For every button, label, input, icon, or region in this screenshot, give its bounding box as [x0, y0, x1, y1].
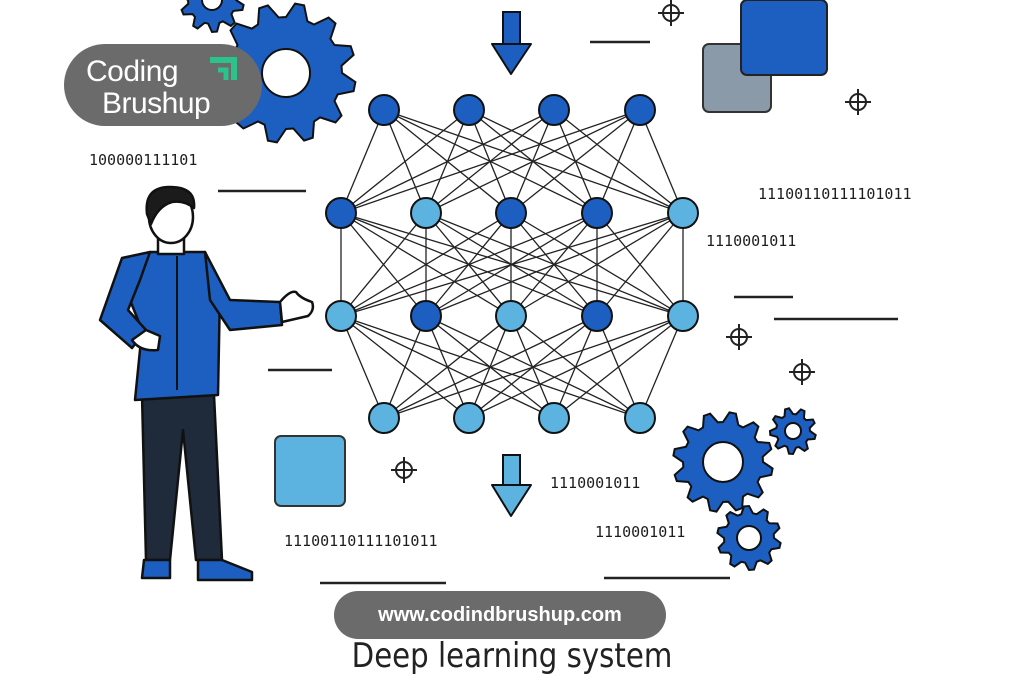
network-edges [340, 109, 684, 419]
network-node [453, 94, 485, 126]
network-node [667, 197, 699, 229]
network-edge [383, 315, 512, 419]
network-edge [596, 109, 641, 214]
gear-icon [768, 407, 817, 456]
brand-line-1: Coding [86, 55, 179, 88]
brand-logo: Coding Brushup [64, 44, 262, 126]
network-edge [553, 315, 684, 419]
network-edge [340, 109, 641, 214]
network-node [624, 402, 656, 434]
binary-label: 100000111101 [89, 151, 197, 169]
network-edge [383, 315, 427, 419]
arrow-down-icon [491, 11, 532, 75]
binary-label: 11100110111101011 [758, 185, 912, 203]
light-blue-square [274, 435, 346, 507]
network-edge [510, 109, 641, 214]
brand-line-2: Brushup [102, 87, 211, 120]
network-node [410, 300, 442, 332]
network-edge [340, 109, 385, 214]
network-edge [468, 315, 684, 419]
network-edge [340, 212, 684, 317]
gear-icon [180, 0, 245, 34]
network-edge [596, 212, 684, 317]
network-edge [383, 315, 684, 419]
network-node [495, 197, 527, 229]
binary-label: 1110001011 [706, 232, 796, 250]
network-edge [340, 212, 512, 317]
network-edge [639, 109, 684, 214]
network-node [453, 402, 485, 434]
gears [180, 0, 817, 572]
network-edge [340, 109, 470, 214]
network-node [581, 300, 613, 332]
network-node [624, 94, 656, 126]
network-edge [340, 315, 385, 419]
network-edge [425, 212, 684, 317]
network-edge [510, 212, 684, 317]
network-edge [425, 109, 641, 214]
crosshair-icon [658, 0, 684, 26]
arrow-down-icon [491, 454, 532, 517]
network-edge [340, 212, 427, 317]
crosshair-icon [726, 324, 752, 350]
gear-icon [716, 504, 782, 572]
crosshair-icon [789, 359, 815, 385]
network-node [368, 94, 400, 126]
caption-text: Deep learning system [351, 636, 673, 676]
binary-label: 11100110111101011 [284, 532, 438, 550]
network-node [325, 300, 357, 332]
network-node [495, 300, 527, 332]
crosshair-icon [391, 457, 417, 483]
network-node [410, 197, 442, 229]
binary-label: 1110001011 [595, 523, 685, 541]
network-edge [340, 212, 598, 317]
network-node [538, 94, 570, 126]
network-node [325, 197, 357, 229]
website-url[interactable]: www.codindbrushup.com [334, 591, 666, 639]
network-edge [340, 109, 555, 214]
network-edge [639, 315, 684, 419]
network-node [368, 402, 400, 434]
crosshair-icon [845, 89, 871, 115]
network-edge [383, 315, 598, 419]
person-figure [98, 185, 315, 582]
network-node [667, 300, 699, 332]
network-node [538, 402, 570, 434]
crosshairs [391, 0, 871, 483]
brand-mark-icon [210, 57, 237, 80]
network-nodes [325, 94, 699, 434]
binary-label: 1110001011 [550, 474, 640, 492]
blue-square [740, 0, 828, 76]
gear-icon [672, 411, 774, 513]
decorative-lines [218, 40, 898, 585]
network-node [581, 197, 613, 229]
